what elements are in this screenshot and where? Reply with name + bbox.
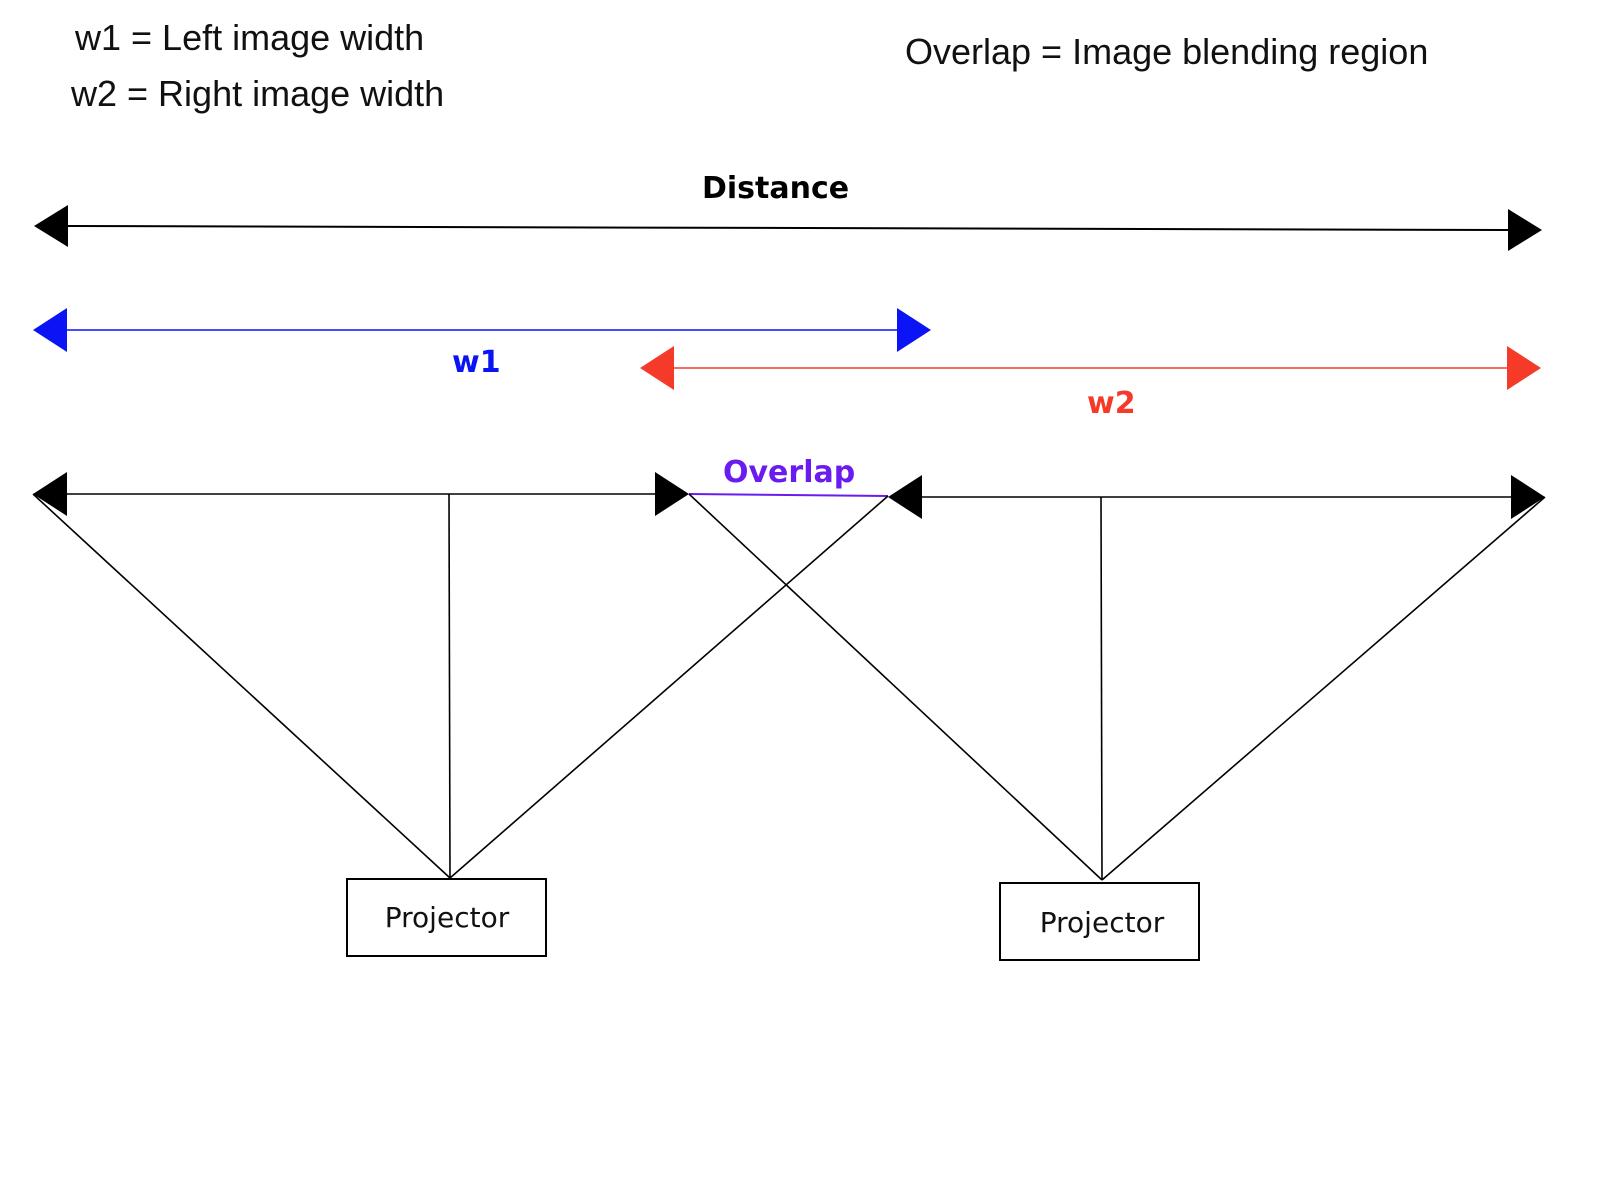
left-beam-center	[448, 493, 451, 879]
distance-right-arrowhead	[1508, 209, 1542, 251]
right-projector-label: Projector	[1040, 906, 1165, 939]
legend-w2-definition: w2 = Right image width	[70, 73, 444, 114]
left-beam-left-edge	[32, 493, 451, 879]
w2-label: w2	[1087, 386, 1136, 421]
left-image-extent	[33, 472, 689, 516]
w2-left-arrowhead	[640, 346, 674, 390]
overlap-segment	[688, 493, 889, 497]
right-image-left-arrowhead	[888, 475, 922, 519]
right-projector-beams	[688, 493, 1546, 881]
left-projector-box	[346, 878, 547, 957]
overlap-label: Overlap	[723, 455, 855, 490]
legend-w1-definition: w1 = Left image width	[74, 17, 424, 58]
right-image-extent	[888, 475, 1545, 519]
left-projector-label: Projector	[385, 901, 510, 934]
left-image-right-arrowhead	[655, 472, 689, 516]
left-projector-beams	[32, 493, 889, 879]
w1-label: w1	[452, 345, 501, 380]
w1-dimension: w1	[33, 308, 931, 380]
left-image-left-arrowhead	[33, 472, 67, 516]
right-projector-box	[999, 882, 1200, 961]
legend-overlap-definition: Overlap = Image blending region	[905, 31, 1428, 72]
right-beam-left-edge	[688, 493, 1103, 881]
distance-line	[65, 225, 1509, 231]
distance-dimension: Distance	[34, 171, 1542, 251]
right-projector: Projector	[999, 882, 1200, 961]
right-beam-center	[1100, 496, 1103, 881]
right-beam-right-edge	[1101, 496, 1546, 881]
left-projector: Projector	[346, 878, 547, 957]
right-image-right-arrowhead	[1511, 475, 1545, 519]
w2-right-arrowhead	[1507, 346, 1541, 390]
w1-left-arrowhead	[33, 308, 67, 352]
distance-left-arrowhead	[34, 205, 68, 247]
w2-dimension: w2	[640, 346, 1541, 421]
distance-label: Distance	[702, 171, 849, 206]
left-beam-right-edge	[449, 495, 889, 879]
w1-right-arrowhead	[897, 308, 931, 352]
